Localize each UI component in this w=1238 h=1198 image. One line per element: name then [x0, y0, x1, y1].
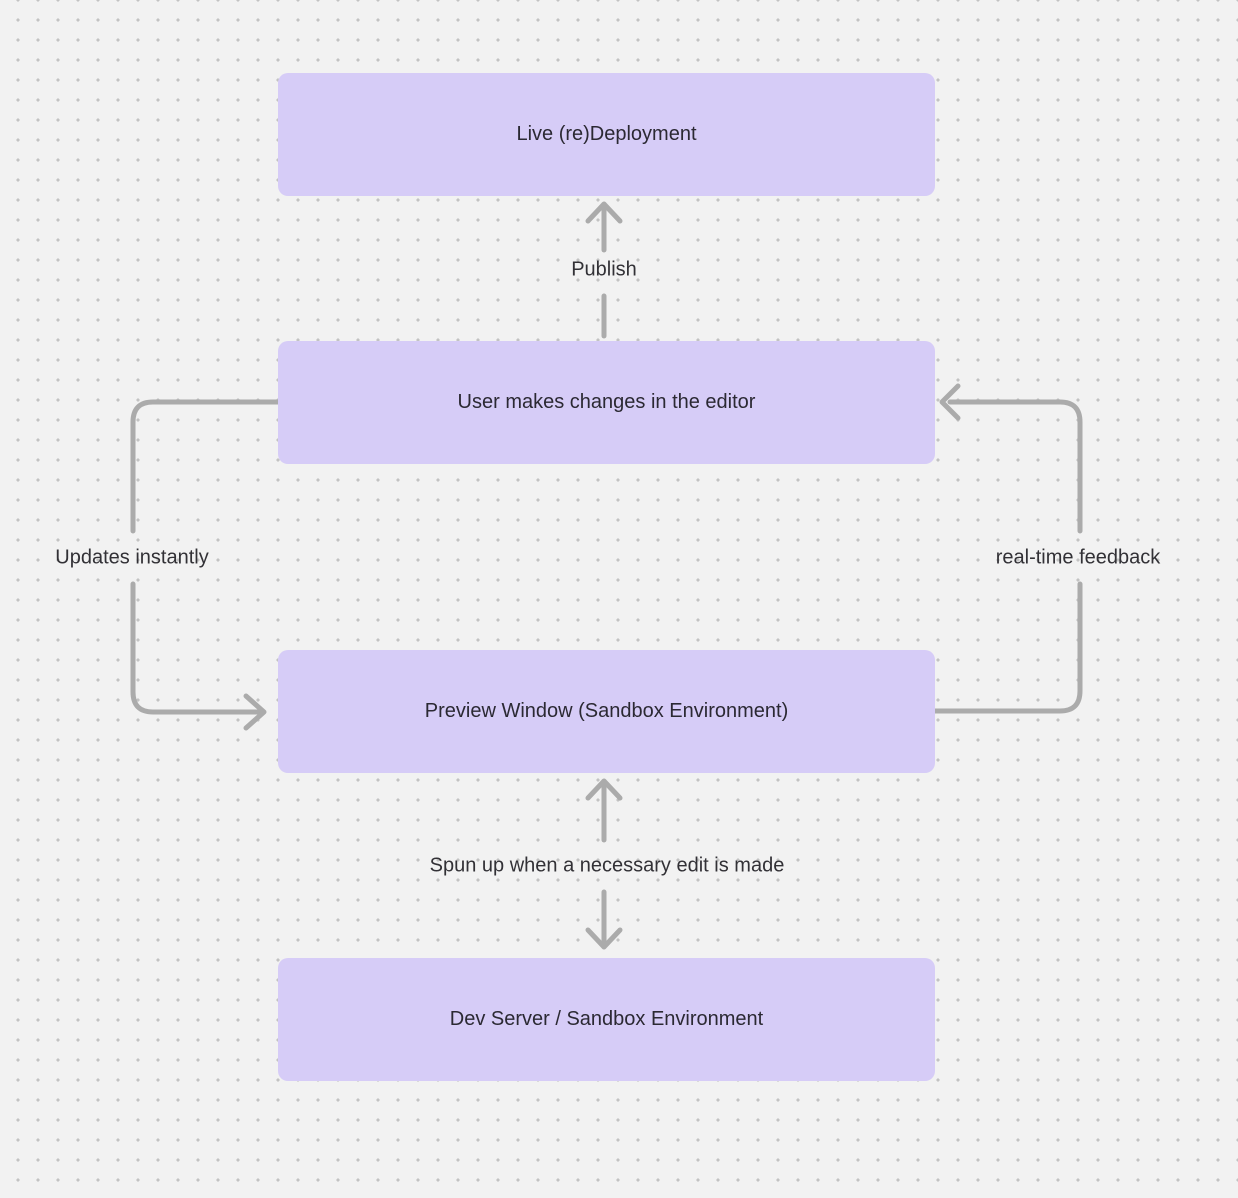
- node-user-editor: User makes changes in the editor: [278, 341, 935, 464]
- edge-realtime-feedback-arrow: [932, 383, 1083, 714]
- arrowhead-down-icon: [585, 927, 623, 950]
- node-preview-window: Preview Window (Sandbox Environment): [278, 650, 935, 773]
- node-live-redeployment: Live (re)Deployment: [278, 73, 935, 196]
- edge-label-spun-up: Spun up when a necessary edit is made: [429, 854, 785, 877]
- edge-publish-arrow: [585, 201, 623, 339]
- arrowhead-left-icon: [939, 383, 961, 421]
- arrowhead-up-icon: [585, 778, 623, 801]
- node-dev-server: Dev Server / Sandbox Environment: [278, 958, 935, 1081]
- node-label: Dev Server / Sandbox Environment: [449, 1008, 764, 1030]
- node-label: User makes changes in the editor: [457, 391, 756, 413]
- arrowhead-right-icon: [243, 693, 267, 731]
- edge-label-realtime-feedback: real-time feedback: [995, 546, 1161, 569]
- node-label: Live (re)Deployment: [516, 123, 697, 145]
- node-label: Preview Window (Sandbox Environment): [424, 700, 789, 722]
- edge-spun-up-arrow: [585, 778, 623, 950]
- edge-label-publish: Publish: [571, 258, 637, 281]
- arrowhead-up-icon: [585, 201, 623, 224]
- edge-label-updates-instantly: Updates instantly: [55, 546, 209, 569]
- edge-updates-instantly-arrow: [130, 399, 281, 731]
